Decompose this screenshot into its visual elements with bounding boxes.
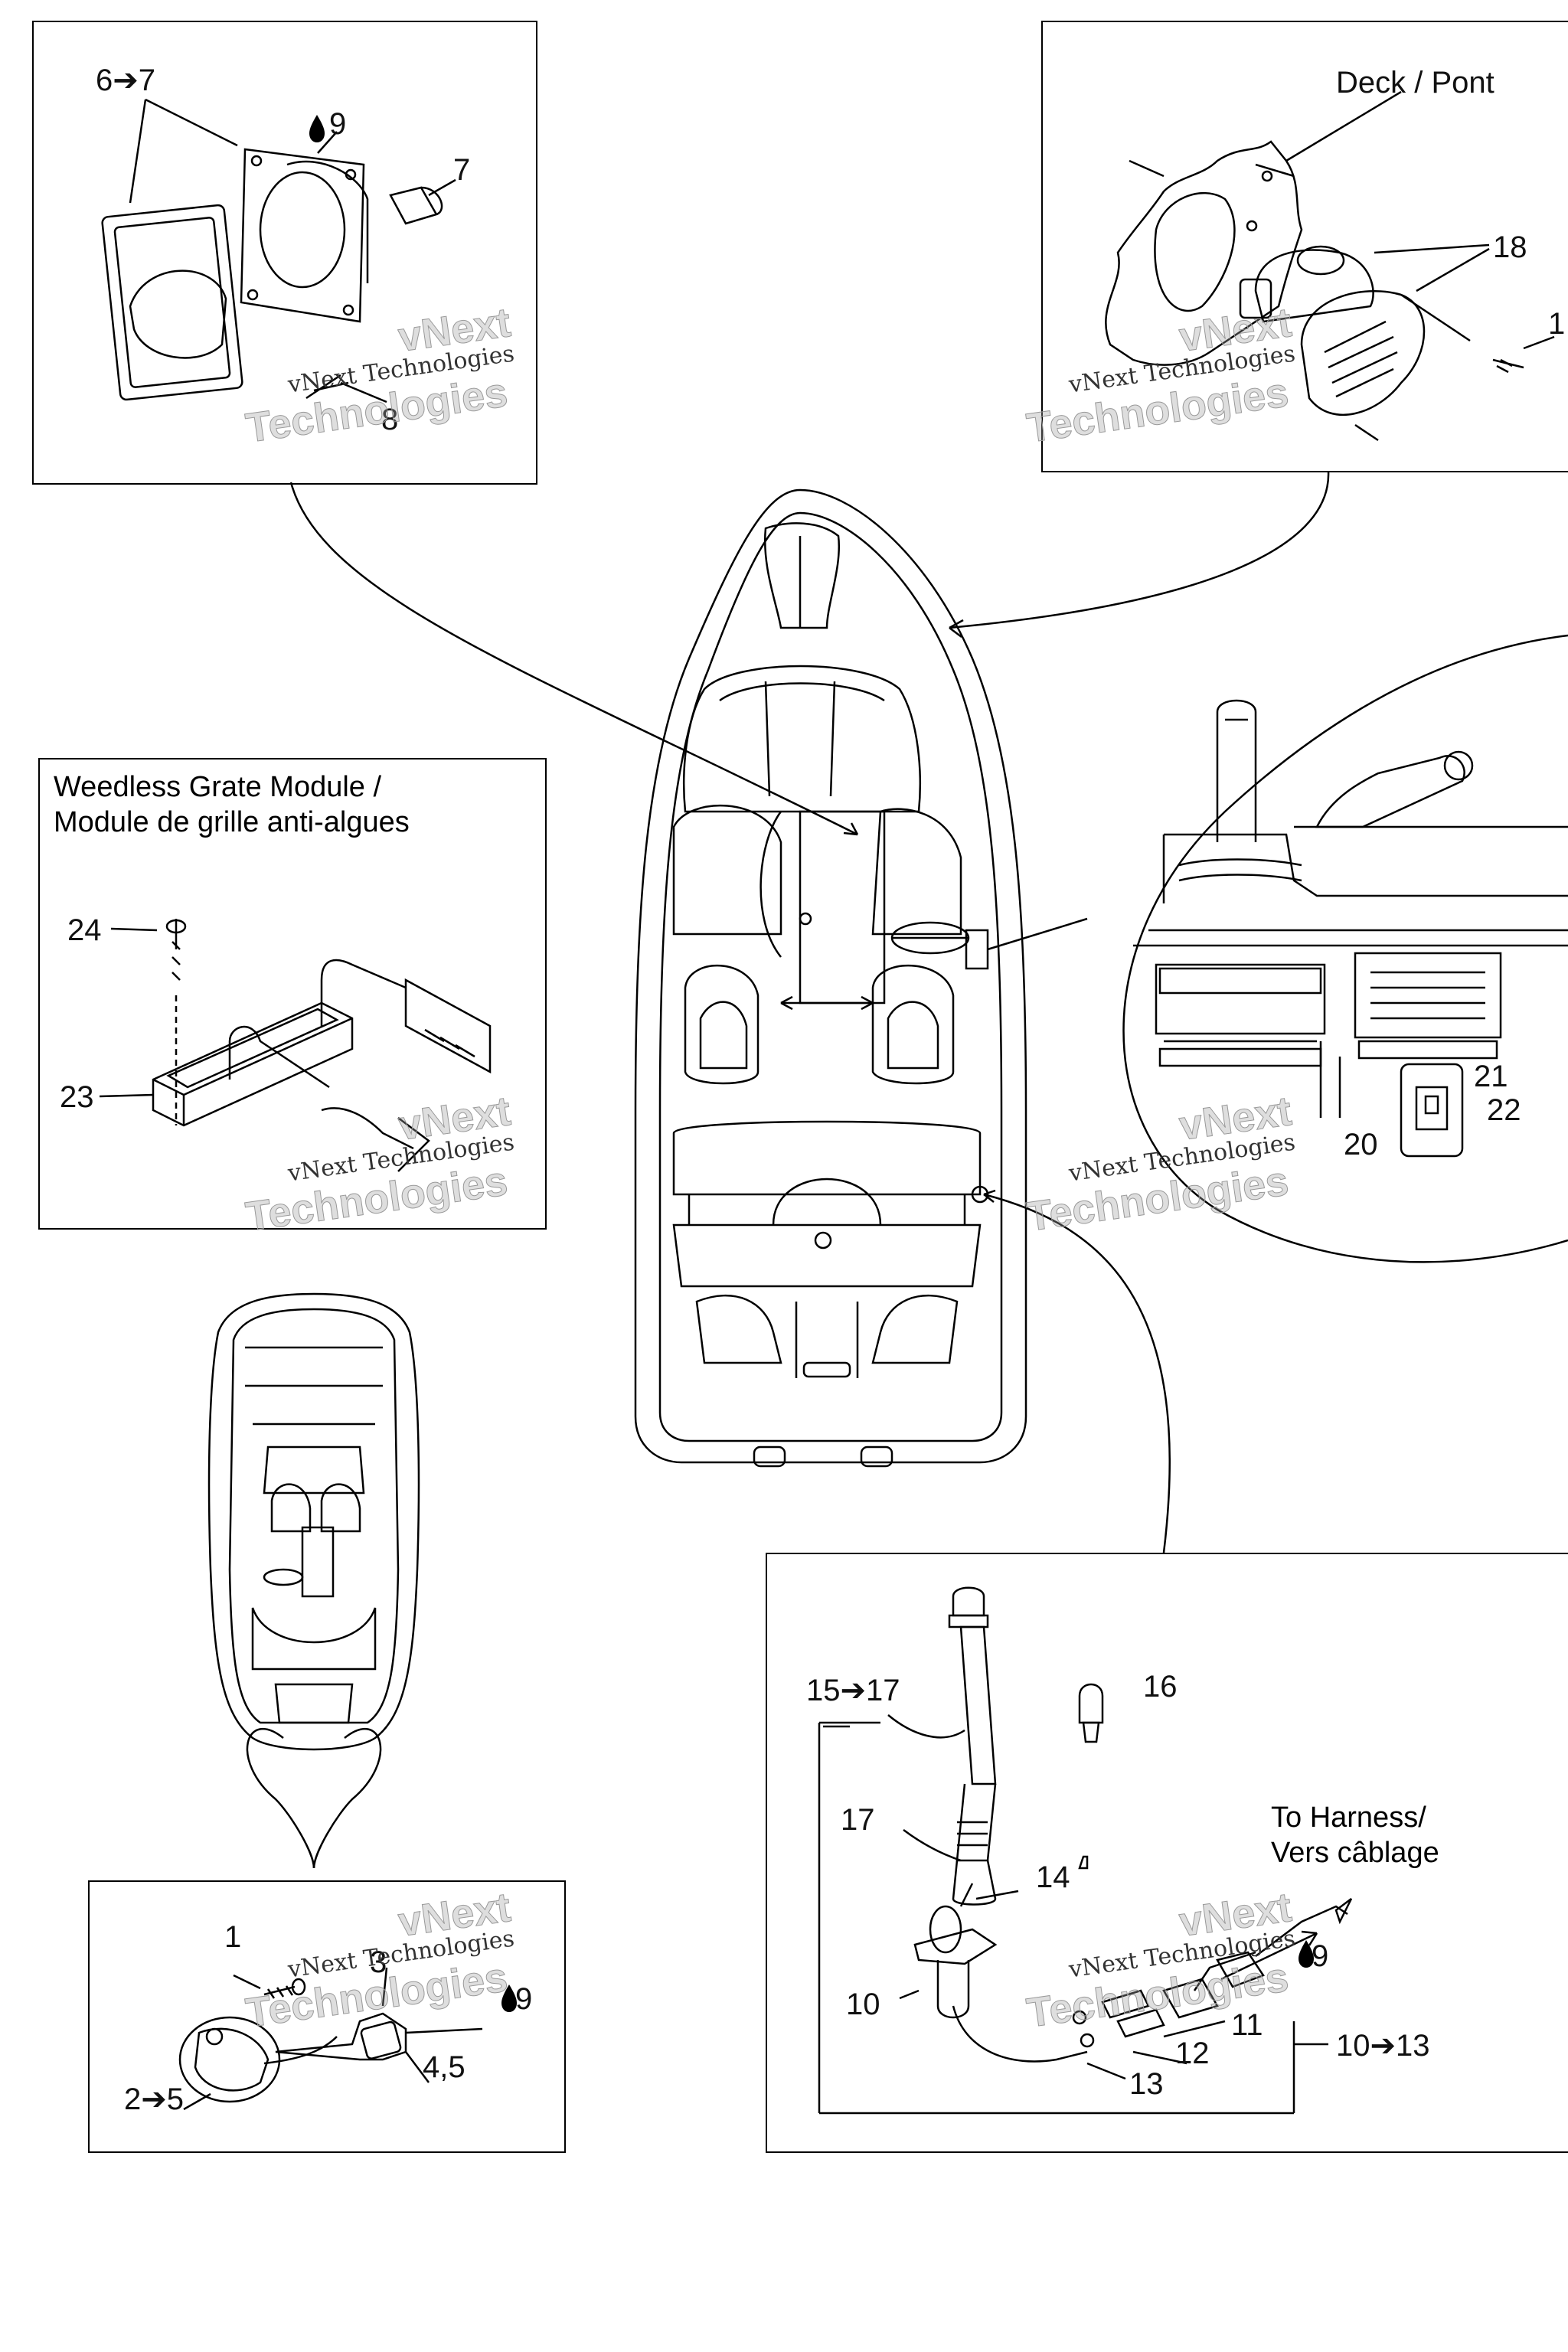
callout-8: 8 [381, 403, 399, 436]
all-round-light-drawing [818, 1586, 1353, 2115]
callout-9-stern: 9 [515, 1982, 533, 2016]
panel-weedless-grate [38, 758, 547, 1230]
horn-drawing [1105, 90, 1555, 442]
callout-14: 14 [1036, 1860, 1070, 1894]
deck-label: Deck / Pont [1336, 66, 1494, 100]
small-boat-top-view [207, 1292, 420, 1869]
weedless-grate-title: Weedless Grate Module / Module de grille… [54, 770, 410, 840]
weedless-title-line1: Weedless Grate Module / [54, 771, 382, 803]
callout-9-vent: 9 [329, 107, 347, 141]
oil-drop-icon [1298, 1940, 1314, 1968]
callout-18: 18 [1493, 230, 1527, 264]
oil-drop-icon [501, 1984, 517, 2012]
oil-drop-icon [309, 115, 325, 142]
callout-4-5: 4,5 [423, 2050, 466, 2084]
callout-16: 16 [1143, 1670, 1178, 1704]
callout-7: 7 [453, 153, 471, 187]
callout-10: 10 [846, 1988, 880, 2021]
callout-21: 21 [1474, 1060, 1508, 1093]
callout-23: 23 [60, 1080, 94, 1114]
harness-line1: To Harness/ [1271, 1802, 1426, 1834]
callout-9-light: 9 [1312, 1939, 1329, 1973]
callout-24: 24 [67, 913, 102, 947]
callout-15-17: 15➔17 [806, 1674, 900, 1707]
stern-light-drawing [178, 1967, 483, 2111]
callout-13: 13 [1129, 2067, 1164, 2101]
callout-2-5: 2➔5 [124, 2082, 185, 2116]
vent-cover-drawing [101, 98, 456, 403]
panel-all-round-light [766, 1553, 1568, 2153]
callout-22: 22 [1487, 1093, 1521, 1127]
callout-1-stern: 1 [224, 1920, 242, 1954]
boat-top-view [634, 488, 1027, 1468]
harness-line2: Vers câblage [1271, 1836, 1439, 1869]
callout-6-7: 6➔7 [96, 64, 156, 97]
callout-20: 20 [1344, 1128, 1378, 1161]
dashboard-closeup [1122, 634, 1568, 1263]
callout-17: 17 [841, 1803, 875, 1837]
callout-12: 12 [1175, 2037, 1210, 2070]
weedless-title-line2: Module de grille anti-algues [54, 805, 410, 838]
panel-stern-light [88, 1880, 566, 2153]
callout-10-13: 10➔13 [1336, 2029, 1430, 2063]
weedless-grate-drawing [99, 919, 492, 1172]
callout-1-horn: 1 [1548, 307, 1566, 341]
harness-label: To Harness/ Vers câblage [1271, 1801, 1439, 1870]
leader-lines [289, 470, 1330, 1553]
callout-11: 11 [1231, 2008, 1263, 2042]
callout-3: 3 [370, 1945, 387, 1979]
